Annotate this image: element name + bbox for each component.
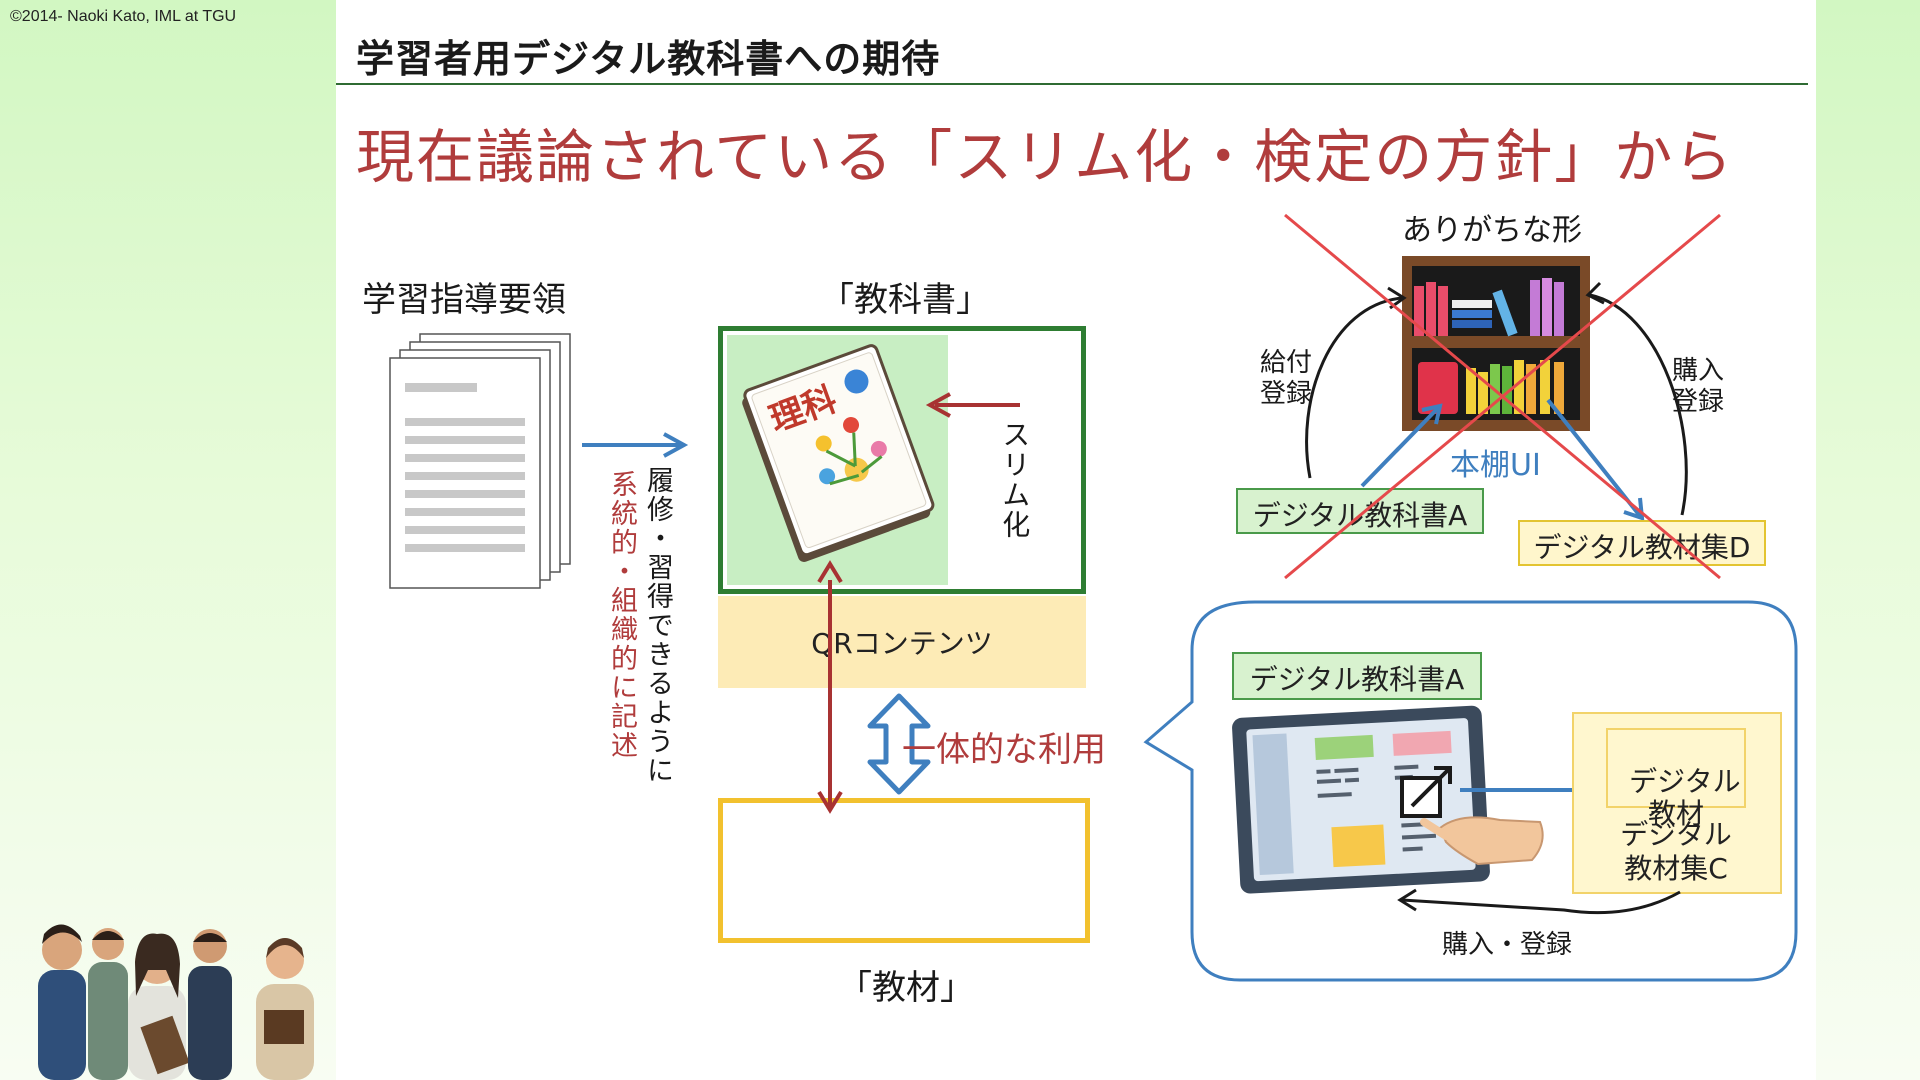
digital-textbook-a-bottom-label: デジタル教科書A: [1249, 663, 1465, 696]
guidelines-label: 学習指導要領: [362, 280, 566, 320]
qr-contents-label: QRコンテンツ: [811, 627, 993, 660]
purchase-register-label: 購入 登録: [1672, 356, 1725, 418]
bookshelf-ui-label: 本棚UI: [1450, 448, 1541, 483]
headline: 現在議論されている「スリム化・検定の方針」から: [356, 123, 1735, 191]
digital-material-d: デジタル教材集D: [1518, 520, 1766, 566]
vertical-text-mastery: 履修・習得できるように: [642, 466, 674, 785]
digital-material-box: デジタル 教材: [1606, 728, 1746, 830]
copyright-notice: ©2014- Naoki Kato, IML at TGU: [10, 8, 237, 25]
purchase-register-bottom-label: 購入・登録: [1442, 930, 1573, 960]
slim-label: スリム化: [998, 420, 1032, 540]
digital-material-d-label: デジタル教材集D: [1533, 531, 1751, 564]
digital-textbook-a-bottom: デジタル教科書A: [1232, 652, 1482, 700]
slide-title: 学習者用デジタル教科書への期待: [356, 37, 941, 81]
vertical-text-systematic: 系統的・組織的に記述: [606, 470, 638, 760]
material-label: 「教材」: [838, 968, 974, 1008]
typical-form-title: ありがちな形: [1402, 213, 1582, 248]
integrated-use-label: 一体的な利用: [902, 730, 1106, 770]
grant-register-label: 給付 登録: [1260, 348, 1313, 410]
students-illustration: [38, 924, 314, 1080]
material-frame: [718, 798, 1090, 943]
digital-material-label: デジタル 教材: [1629, 765, 1741, 831]
title-divider: [336, 83, 1808, 85]
textbook-label: 「教科書」: [820, 280, 990, 320]
digital-material-set-c-label: デジタル 教材集C: [1620, 818, 1732, 885]
qr-contents-box: QRコンテンツ: [718, 596, 1086, 688]
